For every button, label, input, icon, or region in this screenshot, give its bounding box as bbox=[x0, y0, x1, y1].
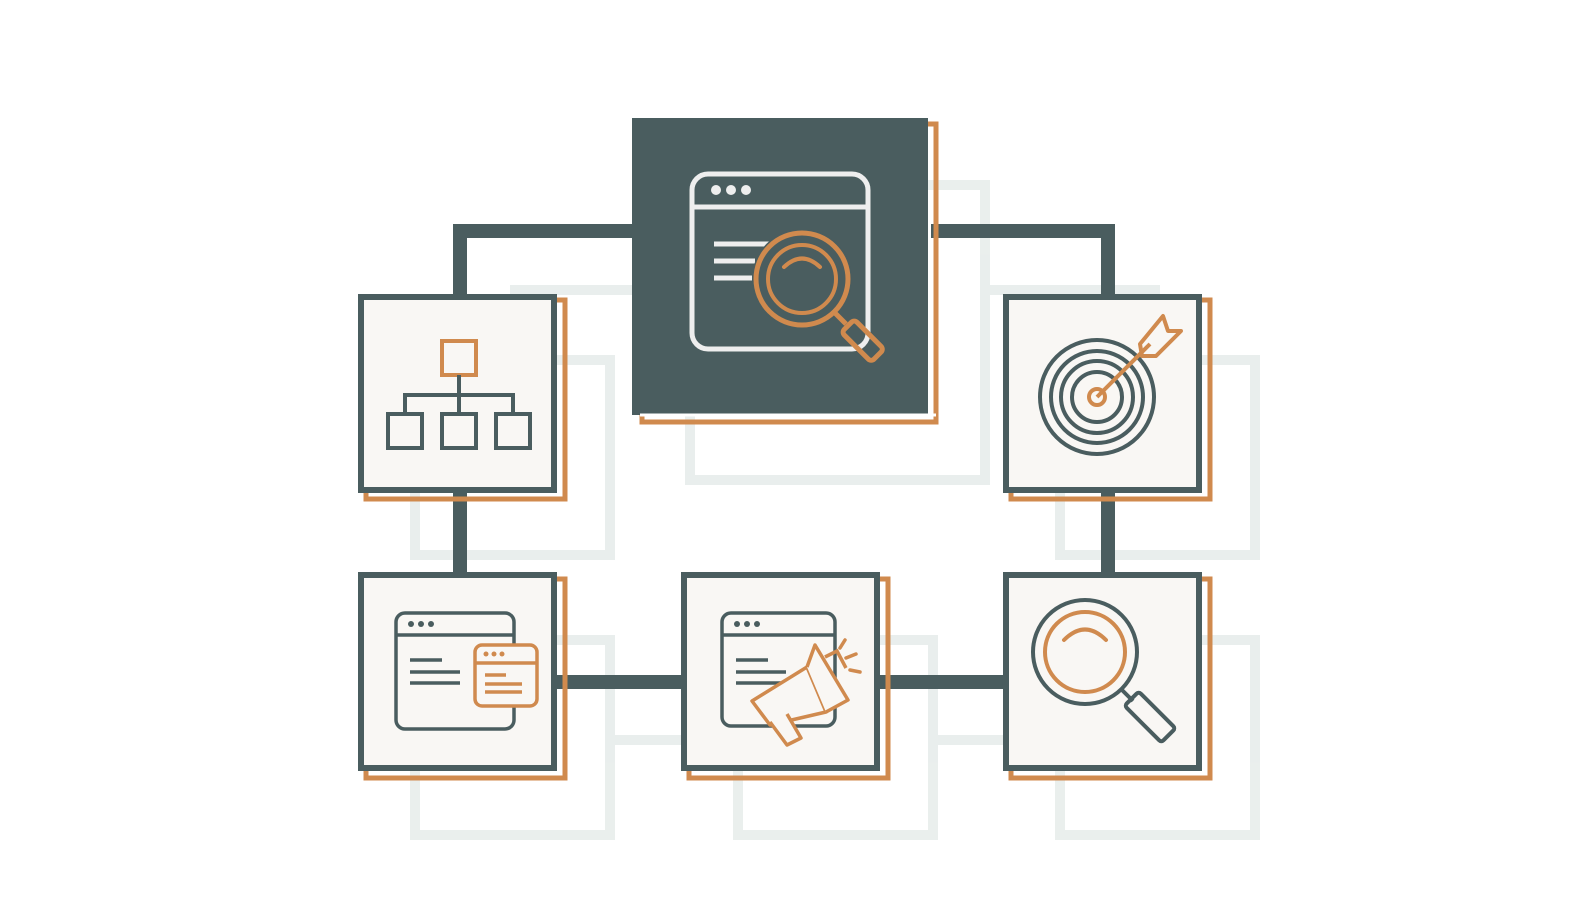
browser-windows-icon bbox=[394, 611, 539, 731]
search-card bbox=[1003, 572, 1213, 781]
browser-megaphone-icon bbox=[720, 611, 862, 747]
web-pages-card bbox=[358, 572, 568, 781]
connector-hub-sitemap bbox=[453, 224, 636, 298]
magnifier-icon bbox=[1031, 598, 1177, 744]
target-arrow-icon bbox=[1038, 314, 1183, 456]
hub-card bbox=[632, 118, 939, 425]
connector-lines bbox=[453, 224, 1115, 689]
browser-magnifier-icon bbox=[689, 171, 885, 363]
promotion-card bbox=[681, 572, 891, 781]
sitemap-icon bbox=[386, 339, 532, 450]
connector-hub-target bbox=[931, 224, 1115, 298]
sitemap-card bbox=[358, 294, 568, 502]
target-card bbox=[1003, 294, 1213, 502]
